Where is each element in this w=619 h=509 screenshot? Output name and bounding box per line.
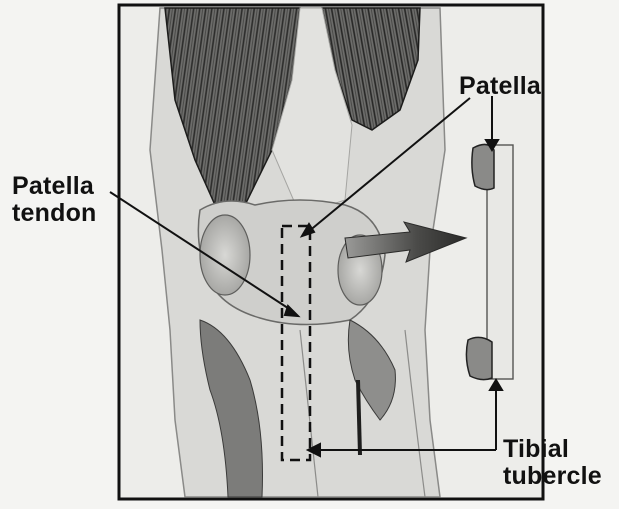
graft-patella-bone-plug: [472, 144, 494, 189]
label-tibial-line2: tubercle: [503, 463, 602, 490]
label-patella-tendon: Patella tendon: [12, 173, 97, 227]
label-patella-tendon-line2: tendon: [12, 200, 97, 227]
fibula-line: [358, 380, 360, 455]
label-patella: Patella: [459, 73, 541, 100]
graft-tibial-bone-plug: [466, 337, 492, 379]
label-tibial-tubercle: Tibial tubercle: [503, 436, 602, 490]
label-patella-tendon-line1: Patella: [12, 173, 97, 200]
label-tibial-line1: Tibial: [503, 436, 602, 463]
